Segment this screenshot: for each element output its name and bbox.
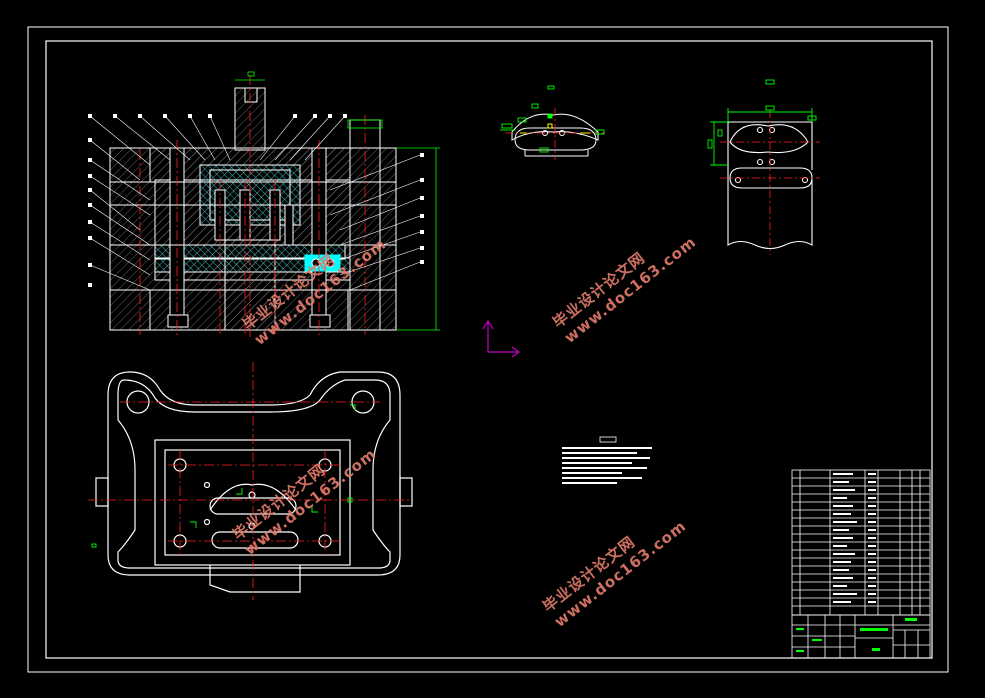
bill-of-materials-text [833,473,876,603]
section-dimensions [235,71,440,331]
title-block-text [796,618,917,652]
strip-layout-dimensions [707,79,817,166]
title-block [791,614,931,659]
ucs-axis-icon [482,319,521,358]
drawing-border [27,26,949,673]
plan-centerlines [88,362,410,600]
section-leaders [89,115,421,291]
technical-notes [562,436,652,484]
part-front-dimensions [500,85,605,153]
plan-view [95,371,413,593]
part-front-yellow [520,123,590,134]
strip-layout-centerlines [720,110,820,255]
bill-of-materials [791,469,931,616]
plan-dimensions [91,404,356,548]
section-centerlines [139,75,366,340]
section-balloons [88,114,424,287]
section-view [109,87,397,331]
part-front-centerlines [505,108,605,160]
